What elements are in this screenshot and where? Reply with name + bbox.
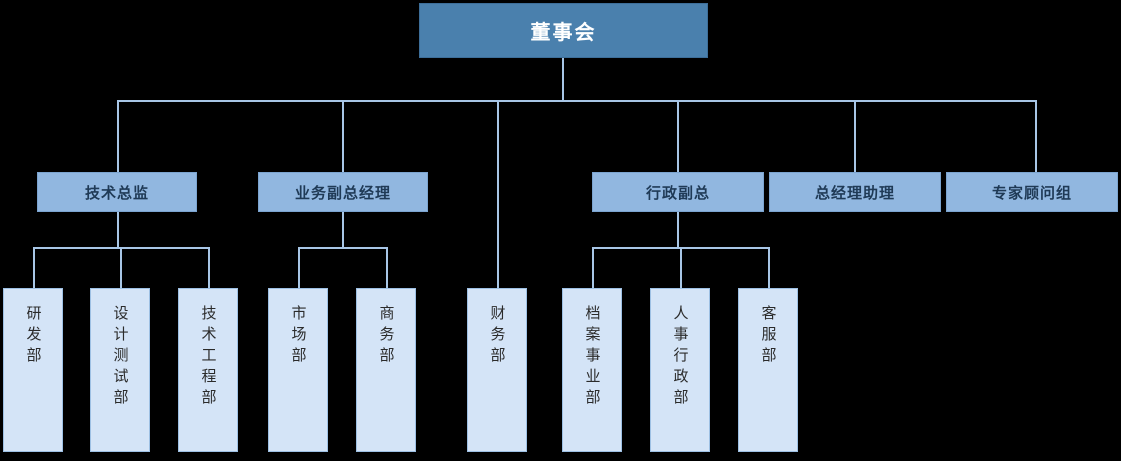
connector-root-drop <box>562 58 564 101</box>
node-label: 行政副总 <box>645 183 710 202</box>
connector-to-archive-dept <box>592 247 594 288</box>
connector-bus-to-finance-dept <box>497 100 499 288</box>
node-label: 业务副总经理 <box>294 183 391 202</box>
connector-bus-to-tech-director <box>117 100 119 172</box>
node-service-dept[interactable]: 客服部 <box>738 288 798 452</box>
connector-admin-vp-drop <box>677 212 679 248</box>
node-label: 总经理助理 <box>814 183 895 202</box>
connector-bus-to-business-vp <box>342 100 344 172</box>
node-label: 研发部 <box>24 305 43 368</box>
node-rd-dept[interactable]: 研发部 <box>3 288 63 452</box>
node-commerce-dept[interactable]: 商务部 <box>356 288 416 452</box>
node-label: 设计测试部 <box>111 305 130 410</box>
node-business-vp[interactable]: 业务副总经理 <box>258 172 428 212</box>
node-hr-admin-dept[interactable]: 人事行政部 <box>650 288 710 452</box>
connector-to-tech-eng-dept <box>208 247 210 288</box>
node-gm-assistant[interactable]: 总经理助理 <box>769 172 941 212</box>
connector-bus-to-expert-group <box>1035 100 1037 172</box>
connector-to-commerce-dept <box>386 247 388 288</box>
node-label: 技术工程部 <box>199 305 218 410</box>
node-archive-dept[interactable]: 档案事业部 <box>562 288 622 452</box>
connector-business-vp-bus <box>298 247 388 249</box>
connector-bus-to-gm-assistant <box>854 100 856 172</box>
node-expert-group[interactable]: 专家顾问组 <box>946 172 1118 212</box>
connector-level2-bus <box>117 100 1036 102</box>
connector-bus-to-admin-vp <box>677 100 679 172</box>
node-finance-dept[interactable]: 财务部 <box>467 288 527 452</box>
node-label: 档案事业部 <box>583 305 602 410</box>
node-label: 市场部 <box>289 305 308 368</box>
connector-to-service-dept <box>768 247 770 288</box>
node-tech-director[interactable]: 技术总监 <box>37 172 197 212</box>
node-label: 财务部 <box>488 305 507 368</box>
connector-to-design-test-dept <box>120 247 122 288</box>
connector-tech-director-drop <box>117 212 119 248</box>
node-tech-eng-dept[interactable]: 技术工程部 <box>178 288 238 452</box>
connector-to-rd-dept <box>33 247 35 288</box>
node-label: 客服部 <box>759 305 778 368</box>
node-label: 董事会 <box>530 20 597 44</box>
node-label: 专家顾问组 <box>991 183 1072 202</box>
node-design-test-dept[interactable]: 设计测试部 <box>90 288 150 452</box>
node-board-of-directors[interactable]: 董事会 <box>419 3 708 58</box>
node-label: 人事行政部 <box>671 305 690 410</box>
node-admin-vp[interactable]: 行政副总 <box>592 172 764 212</box>
connector-to-market-dept <box>298 247 300 288</box>
node-label: 技术总监 <box>84 183 149 202</box>
connector-to-hr-admin-dept <box>680 247 682 288</box>
connector-business-vp-drop <box>342 212 344 248</box>
node-market-dept[interactable]: 市场部 <box>268 288 328 452</box>
node-label: 商务部 <box>377 305 396 368</box>
